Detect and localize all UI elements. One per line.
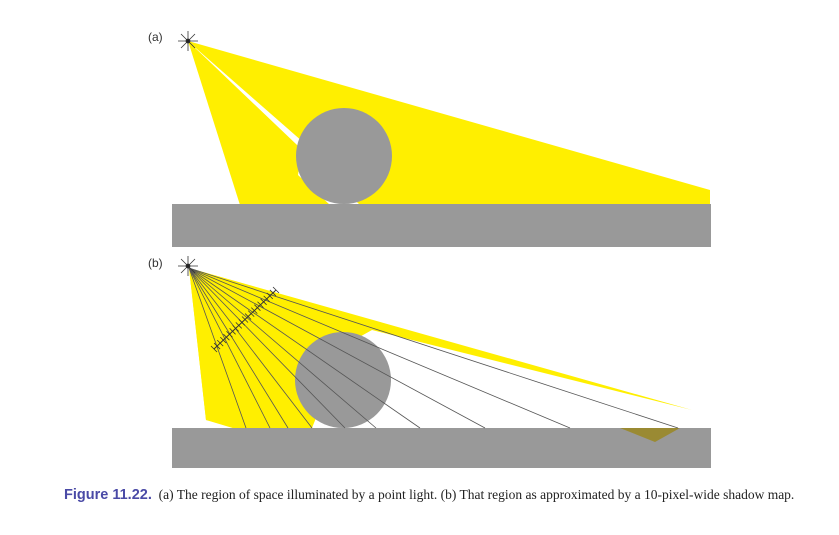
sphere-b xyxy=(295,332,391,428)
ground-plane-a xyxy=(172,204,711,247)
pixel-tick xyxy=(223,333,230,341)
pixel-tick xyxy=(260,298,267,306)
shadow-ray xyxy=(188,267,346,429)
illuminated-region-a xyxy=(188,41,710,205)
shadow-map-rays xyxy=(188,267,679,429)
pixel-tick xyxy=(269,289,277,297)
ground-plane-b xyxy=(172,428,711,468)
pixel-tick xyxy=(220,336,227,344)
pixel-tick xyxy=(244,313,252,320)
pixel-tick xyxy=(210,345,218,353)
pixel-tick xyxy=(229,328,236,335)
figure-number: Figure 11.22. xyxy=(64,487,152,503)
caption-text: (a) The region of space illuminated by a… xyxy=(158,487,795,502)
shadow-ray xyxy=(188,267,421,429)
shadow-ray xyxy=(188,267,571,429)
shadow-map-figure xyxy=(172,31,711,468)
pixel-tick xyxy=(247,310,255,317)
pixel-tick xyxy=(213,342,221,350)
panel-b-label: (b) xyxy=(148,256,163,270)
pixel-tick xyxy=(263,295,270,303)
pixel-tick xyxy=(272,286,280,294)
sphere-a xyxy=(296,108,392,204)
shadow-map-pixel-ticks xyxy=(210,286,280,353)
panel-a-label: (a) xyxy=(148,30,163,44)
pixel-tick xyxy=(241,316,249,323)
shadow-ray xyxy=(188,267,289,429)
shadow-ray xyxy=(188,267,247,429)
point-light-icon xyxy=(178,31,198,51)
pixel-tick xyxy=(251,307,258,314)
pixel-tick xyxy=(216,339,224,347)
shadow-ray xyxy=(188,267,486,429)
figure-caption: Figure 11.22. (a) The region of space il… xyxy=(64,486,804,504)
point-light-icon xyxy=(178,256,198,276)
pixel-tick xyxy=(235,322,243,329)
lit-pixel-region xyxy=(189,268,258,432)
panel-a xyxy=(172,31,711,247)
shadow-ray xyxy=(188,267,377,429)
pixel-tick xyxy=(238,319,246,326)
panel-b xyxy=(172,256,711,468)
pixel-tick xyxy=(226,330,233,338)
pixel-tick xyxy=(254,304,261,311)
pixel-tick xyxy=(257,301,264,309)
pixel-tick xyxy=(232,325,239,332)
pixel-tick xyxy=(266,292,274,300)
overlap-region xyxy=(620,428,680,442)
shadow-ray xyxy=(188,267,271,429)
shadow-ray xyxy=(188,267,313,429)
